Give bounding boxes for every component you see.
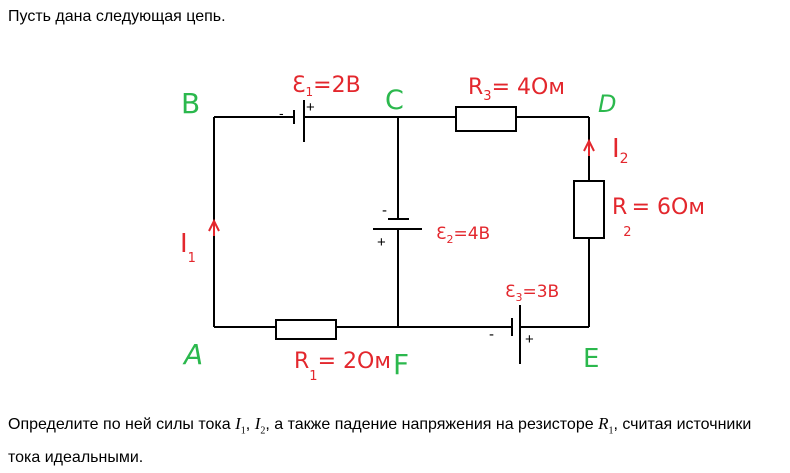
emf2-plus-sign: +: [377, 234, 386, 251]
question-part3: , считая источники тока идеальными.: [8, 416, 752, 467]
current-arrow-i2: [583, 138, 595, 156]
i1-label: I1: [180, 229, 196, 266]
node-label-f: F: [393, 348, 409, 381]
resistor-r1: [275, 319, 337, 340]
question-comma: ,: [245, 416, 255, 433]
node-label-b: B: [181, 87, 200, 120]
emf1-minus-sign: -: [279, 105, 284, 121]
current-i2-symbol: I2: [254, 414, 266, 437]
emf2-label: Ɛ2=4В: [436, 224, 490, 246]
r3-label: R3= 4Ом: [468, 75, 565, 104]
question-text: Определите по ней силы тока I1, I2, а та…: [8, 410, 784, 471]
emf1-plus-sign: +: [306, 99, 315, 116]
question-part2: , а также падение напряжения на резистор…: [265, 416, 594, 433]
current-arrow-i1: [208, 218, 220, 236]
battery-emf3: [511, 305, 521, 364]
emf3-minus-sign: -: [489, 326, 494, 343]
question-part1: Определите по ней силы тока: [8, 416, 231, 433]
i2-label: I2: [612, 134, 629, 167]
battery-emf2: [373, 218, 422, 230]
resistor-r1-symbol: R1: [598, 414, 614, 437]
battery-emf1: [293, 100, 305, 142]
current-i1-symbol: I1: [235, 414, 246, 437]
resistor-r3: [455, 106, 517, 132]
node-label-d: D: [598, 90, 616, 118]
r1-label: R1= 2Ом: [294, 349, 391, 384]
node-label-a: A: [182, 338, 203, 371]
node-label-c: C: [385, 85, 404, 116]
emf3-label: Ɛ3=3В: [505, 282, 559, 304]
resistor-r2: [573, 180, 605, 239]
node-label-e: E: [583, 344, 599, 374]
intro-text: Пусть дана следующая цепь.: [8, 8, 226, 25]
emf1-label: Ɛ1=2В: [292, 73, 361, 99]
circuit-diagram: - + - + - + B C D A F E Ɛ1=2В Ɛ2=4В Ɛ3=3…: [180, 73, 705, 384]
emf3-plus-sign: +: [525, 331, 534, 348]
emf2-minus-sign: -: [382, 202, 387, 219]
